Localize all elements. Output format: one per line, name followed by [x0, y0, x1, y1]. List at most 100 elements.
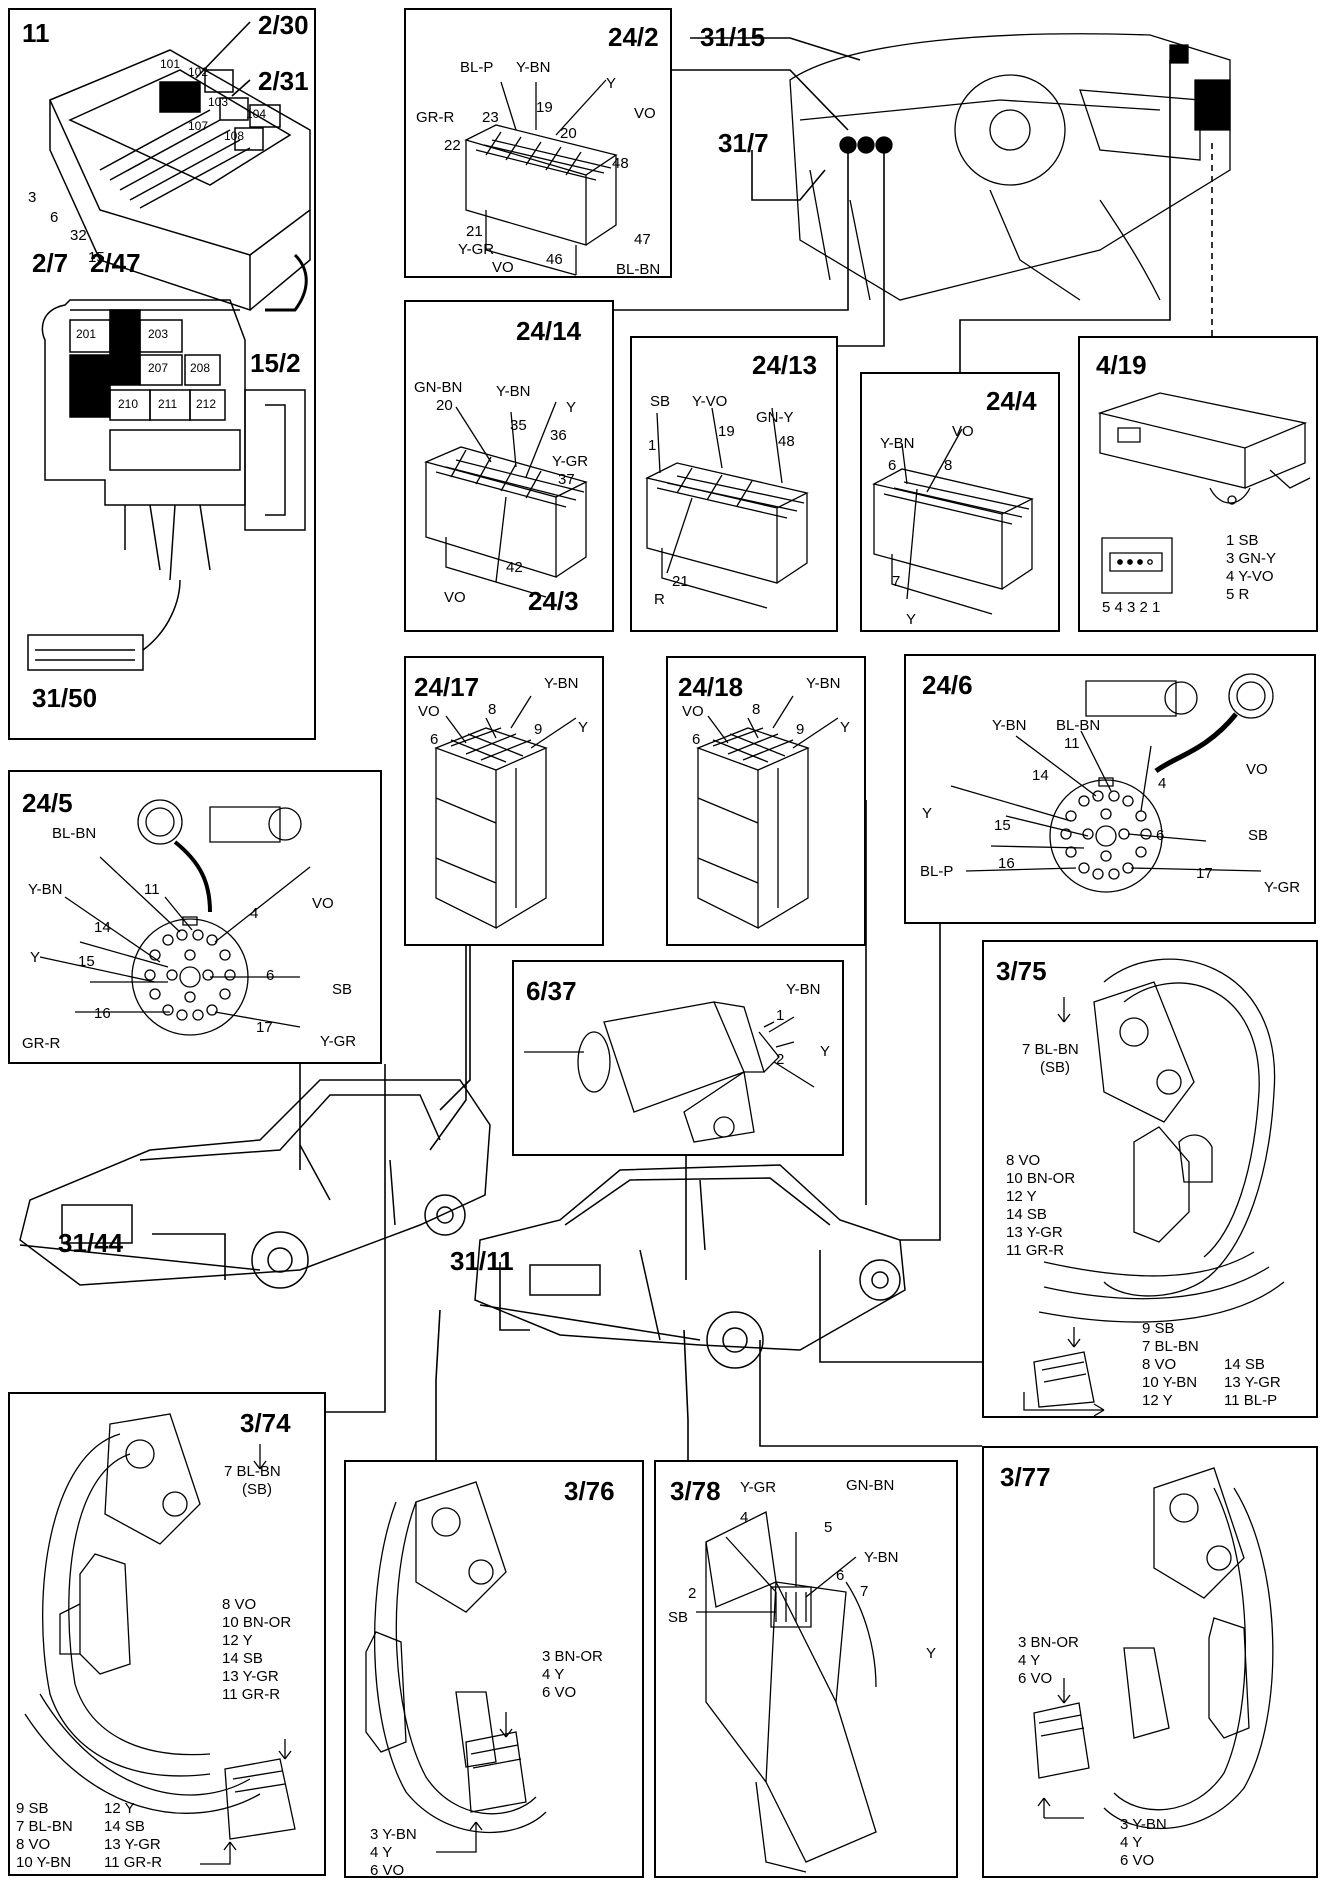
pin-label: Y-GR: [320, 1033, 357, 1050]
panel-title: 3/77: [1000, 1462, 1051, 1492]
pin-label: VO: [682, 703, 704, 720]
pin-label: GN-BN: [846, 1477, 895, 1494]
panel-switch-3-78: 3/78 Y-GR GN-BN 4 5 Y-BN 6 2 7 SB Y: [654, 1460, 958, 1878]
lock-pin-list: 3 Y-BN 4 Y 6 VO: [370, 1826, 417, 1876]
pin-entry: 1 SB: [1226, 532, 1259, 549]
pin-label: Y-GR: [1264, 879, 1301, 896]
pin-entry: 13 Y-GR: [1224, 1374, 1281, 1391]
panel-title: 6/37: [526, 976, 577, 1006]
pin-label: VO: [1246, 761, 1268, 778]
pin-label: 16: [998, 855, 1015, 872]
pin-label: BL-P: [920, 863, 954, 880]
pin-label: Y: [926, 1645, 937, 1662]
panel-connector-24-13: 24/13 SB Y-VO GN-Y 1 19 48 21 R: [630, 336, 838, 632]
callout-15: 15: [88, 249, 105, 266]
fuse-label-107: 107: [188, 119, 209, 133]
panel-connector-24-6: 24/6 Y-BN BL-BN 11 14 4 VO Y 15 6 SB 16 …: [904, 654, 1316, 924]
lock-drawing: [984, 942, 1318, 1418]
lock-drawing: [984, 1448, 1318, 1878]
wire-entry: 11 GR-R: [1006, 1242, 1065, 1259]
pin-label: BL-BN: [1056, 717, 1101, 734]
pin-entry: 10 Y-BN: [16, 1854, 72, 1871]
pin-label: 35: [510, 417, 527, 434]
pin-label: Y-BN: [786, 981, 821, 998]
panel-title: 24/17: [414, 672, 480, 702]
pin-label: 42: [506, 559, 523, 576]
pin-label: 37: [558, 471, 575, 488]
pin-label: Y-VO: [692, 393, 728, 410]
panel-title: 24/13: [752, 350, 818, 380]
pin-entry: 8 VO: [16, 1836, 51, 1853]
pin-label: 5: [824, 1519, 833, 1536]
relay-203: 203: [148, 327, 169, 341]
pin-label: 8: [944, 457, 953, 474]
fuse-label-103: 103: [208, 95, 229, 109]
pin-label: 1: [648, 437, 657, 454]
pin-label: 7: [892, 573, 901, 590]
pin-label: GR-R: [416, 109, 455, 126]
pin-label: 11: [1064, 735, 1080, 752]
pin-label: Y: [566, 399, 577, 416]
wire-entry: 3 BN-OR: [1018, 1634, 1079, 1651]
panel-title: 24/18: [678, 672, 744, 702]
callout-6: 6: [50, 209, 59, 226]
panel-connector-24-14: 24/14 GN-BN 20 Y-BN 35 Y 36 Y-GR 37 42 V…: [404, 300, 614, 632]
wire-entry: 14 SB: [1006, 1206, 1047, 1223]
pin-label: 9: [534, 721, 543, 738]
pin-label: Y: [30, 949, 41, 966]
lock-top-label: (SB): [242, 1481, 272, 1498]
panel-title: 24/6: [922, 670, 973, 700]
panel-connector-24-4: 24/4 Y-BN VO 6 8 7 Y: [860, 372, 1060, 632]
pin-entry: 14 SB: [104, 1818, 145, 1835]
panel-lock-3-77: 3/77 3 BN-OR 4 Y 6 VO 3 Y-BN 4 Y 6 VO: [982, 1446, 1318, 1878]
wire-entry: 10 BN-OR: [1006, 1170, 1076, 1187]
pin-label: Y-GR: [740, 1479, 777, 1496]
relay-210: 210: [118, 397, 139, 411]
pin-label: 21: [672, 573, 689, 590]
wire-entry: 4 Y: [542, 1666, 565, 1683]
module-drawing: [1080, 338, 1318, 632]
pin-label: 15: [78, 953, 95, 970]
lock-drawing: [10, 1394, 326, 1876]
pin-label: Y-BN: [516, 59, 551, 76]
pin-label: 8: [752, 701, 761, 718]
pin-label: SB: [668, 1609, 689, 1626]
fuse-label-108: 108: [224, 129, 245, 143]
panel-lock-3-76: 3/76 3 BN-OR 4 Y 6 VO 3 Y-BN 4 Y 6 VO: [344, 1460, 644, 1878]
wire-entry: 4 Y: [1018, 1652, 1041, 1669]
lock-wire-list: 8 VO 10 BN-OR 12 Y 14 SB 13 Y-GR 11 GR-R: [1006, 1152, 1075, 1260]
pin-entry: 3 Y-BN: [1120, 1816, 1167, 1833]
pin-entry: 7 BL-BN: [16, 1818, 73, 1835]
panel-connector-24-17: 24/17 Y-BN VO 8 6 9 Y: [404, 656, 604, 946]
module-pin-numbers: 5 4 3 2 1: [1102, 599, 1161, 616]
connector-drawing: [632, 338, 838, 632]
pin-label: Y-GR: [552, 453, 589, 470]
pin-label: 17: [256, 1019, 273, 1036]
pin-label: 2: [776, 1051, 785, 1068]
pin-label: GN-Y: [756, 409, 794, 426]
pin-entry: 12 Y: [1142, 1392, 1173, 1409]
lock-top-label: 7 BL-BN: [224, 1463, 281, 1480]
panel-title: 3/76: [564, 1476, 615, 1506]
pin-label: 48: [778, 433, 795, 450]
pin-label: 6: [430, 731, 439, 748]
lock-pin-list-b: 14 SB 13 Y-GR 11 BL-P: [1224, 1356, 1281, 1410]
callout-3: 3: [28, 189, 37, 206]
pin-label: Y: [578, 719, 589, 736]
lock-pin-list-b: 12 Y 14 SB 13 Y-GR 11 GR-R: [104, 1800, 162, 1872]
pin-label: 4: [740, 1509, 749, 1526]
pin-entry: 7 BL-BN: [1142, 1338, 1199, 1355]
pin-label: Y: [820, 1043, 831, 1060]
pin-label: Y-BN: [28, 881, 63, 898]
pin-label: 23: [482, 109, 499, 126]
lock-wire-list: 8 VO 10 BN-OR 12 Y 14 SB 13 Y-GR 11 GR-R: [222, 1596, 291, 1704]
pin-entry: 5 R: [1226, 586, 1250, 603]
pin-entry: 4 Y-VO: [1226, 568, 1274, 585]
fuse-label-101: 101: [160, 57, 181, 71]
pin-label: 21: [466, 223, 483, 240]
wire-entry: 14 SB: [222, 1650, 263, 1667]
pin-entry: 6 VO: [1120, 1852, 1155, 1869]
pin-entry: 9 SB: [1142, 1320, 1175, 1337]
callout-32: 32: [70, 227, 87, 244]
pin-entry: 9 SB: [16, 1800, 49, 1817]
